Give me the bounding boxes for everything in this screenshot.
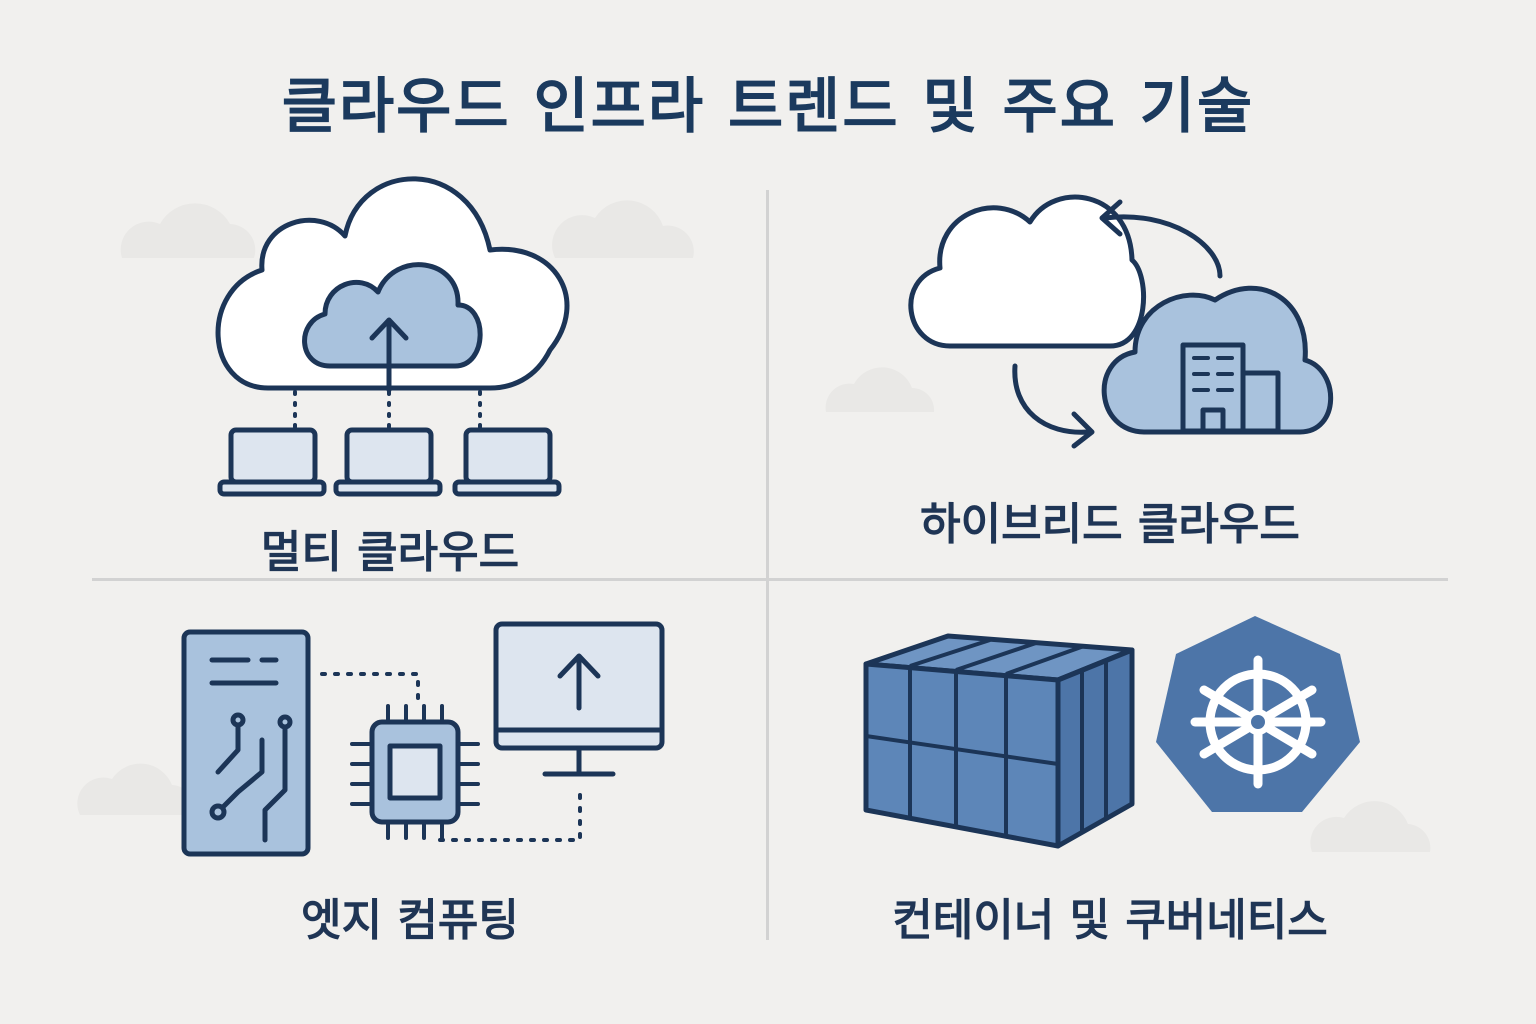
hybrid-cloud-label: 하이브리드 클라우드 — [920, 499, 1300, 550]
multi-cloud-icon — [215, 176, 570, 497]
laptop-icons — [217, 427, 562, 497]
horizontal-divider — [92, 578, 1448, 581]
container-kubernetes-icon — [863, 616, 1360, 849]
edge-computing-icon — [181, 621, 665, 857]
edge-computing-label: 엣지 컴퓨팅 — [301, 895, 519, 946]
hybrid-cloud-icon — [908, 194, 1334, 449]
background-clouds — [77, 200, 1431, 852]
multi-cloud-label: 멀티 클라우드 — [260, 527, 520, 578]
container-kubernetes-label: 컨테이너 및 쿠버네티스 — [892, 895, 1328, 946]
vertical-divider — [766, 190, 769, 940]
page-title: 클라우드 인프라 트렌드 및 주요 기술 — [281, 72, 1255, 142]
